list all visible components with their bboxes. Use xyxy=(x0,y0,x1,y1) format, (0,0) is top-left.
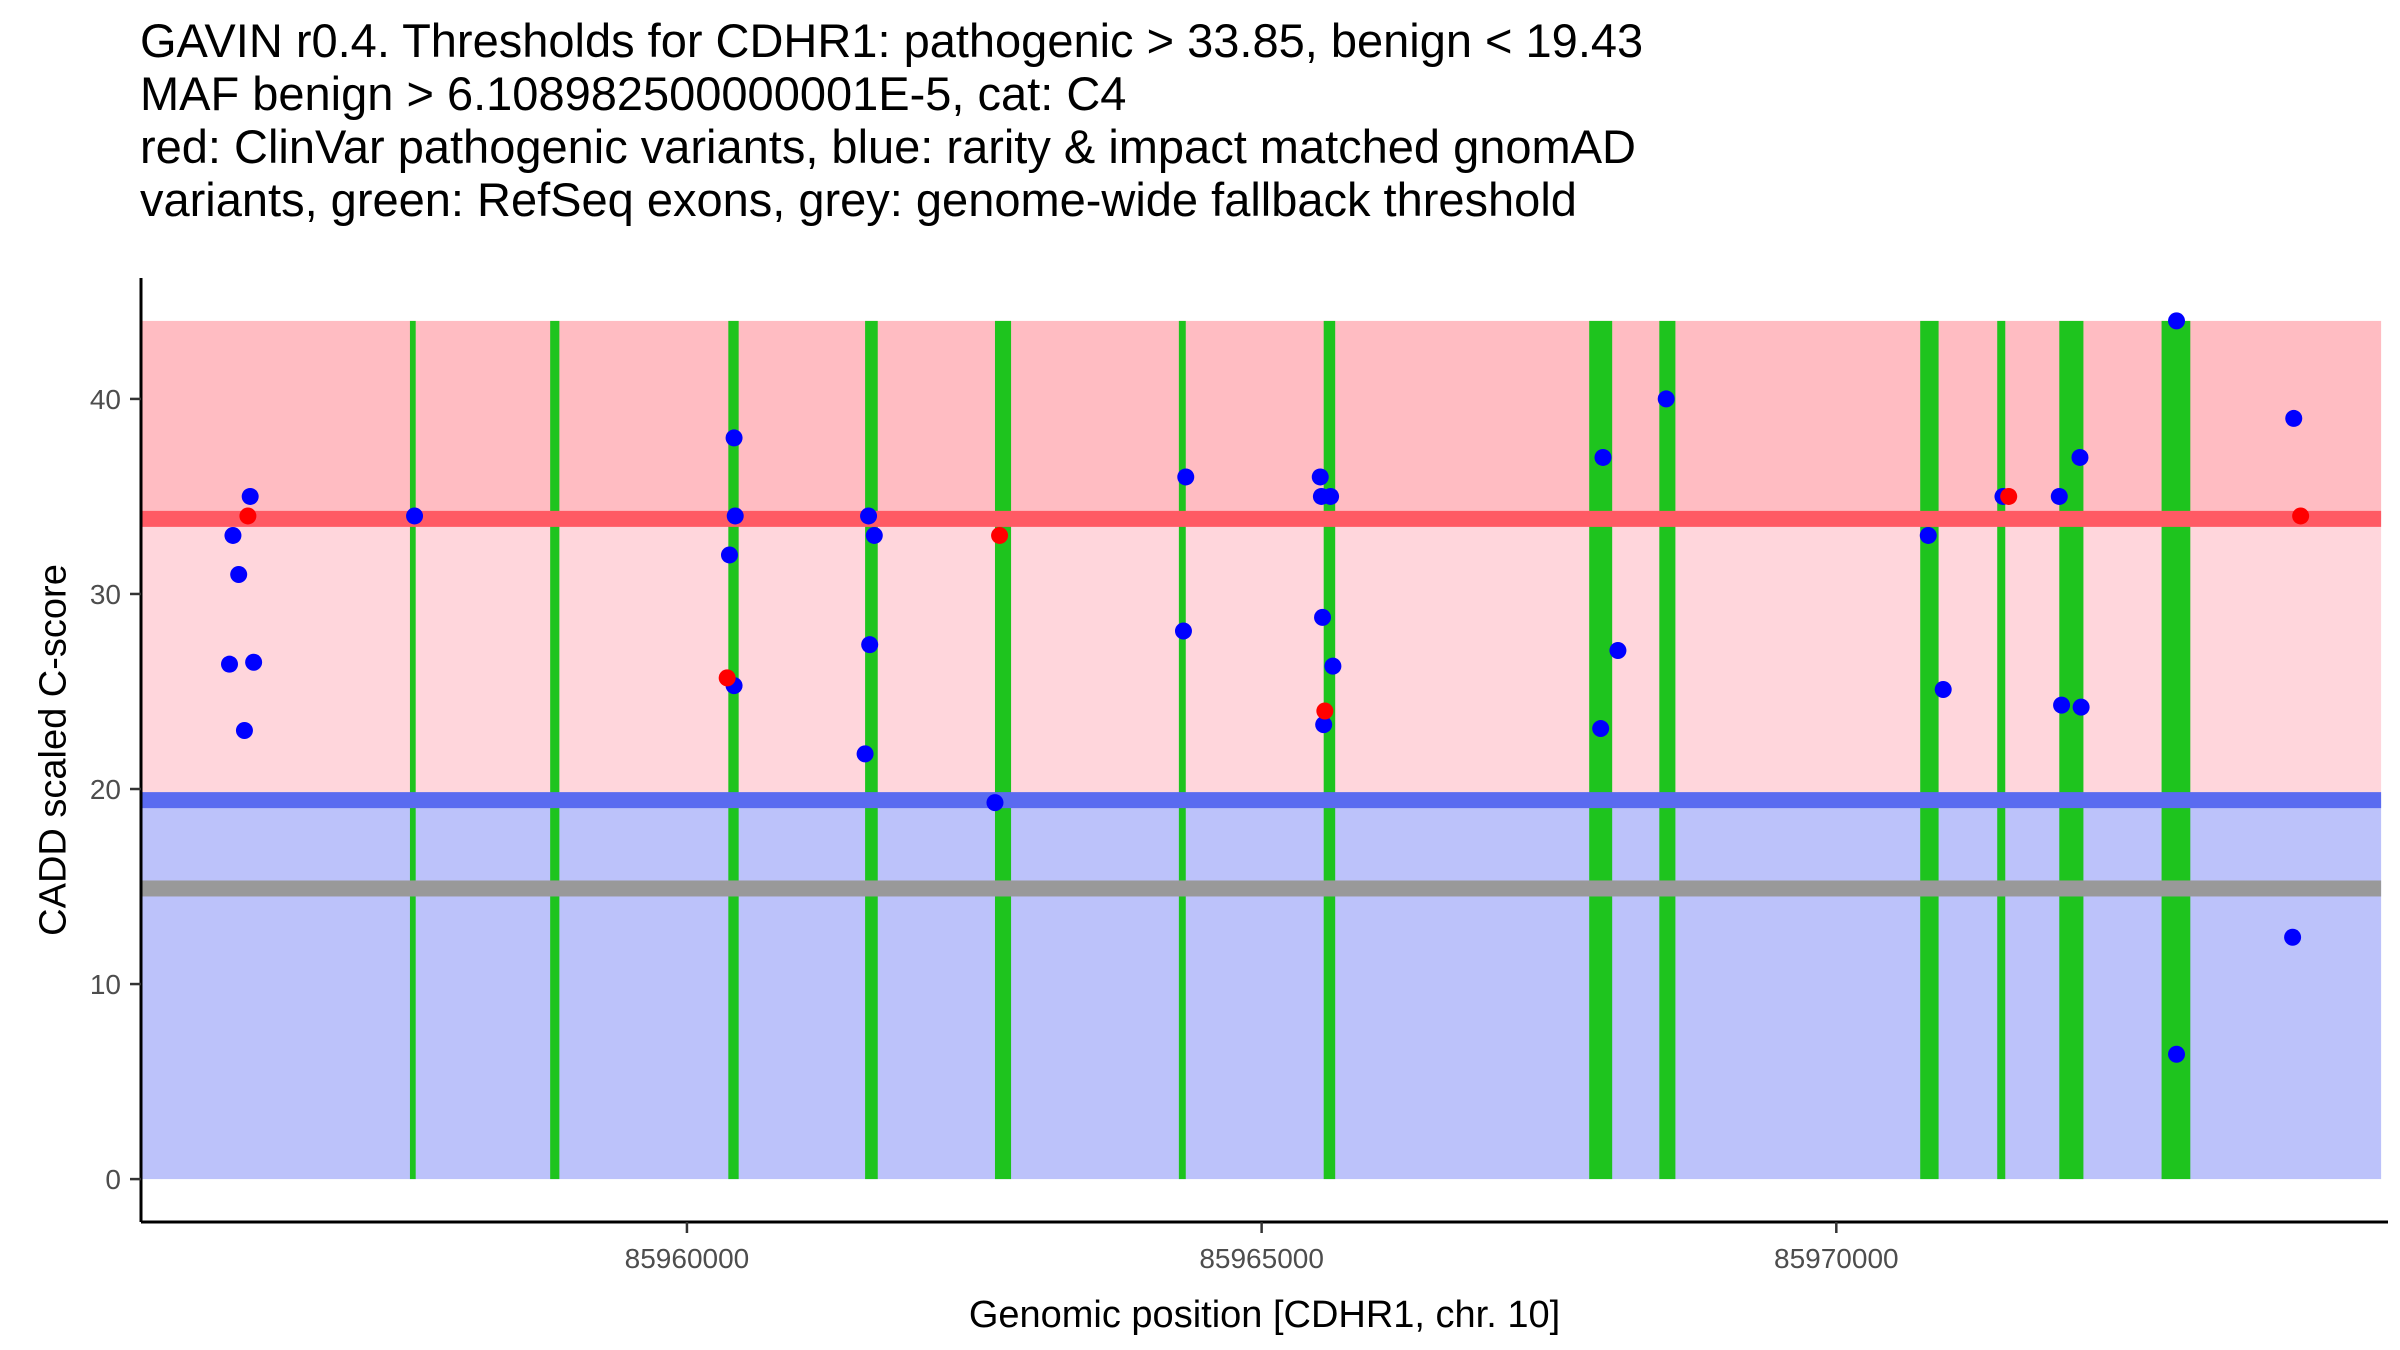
threshold-lines xyxy=(141,510,2382,897)
clinvar-point xyxy=(1316,702,1334,720)
title-line: GAVIN r0.4. Thresholds for CDHR1: pathog… xyxy=(140,14,1644,67)
gnomad-point xyxy=(1177,468,1195,486)
y-tick-label: 40 xyxy=(90,384,121,415)
gnomad-point xyxy=(2072,698,2090,716)
exon-bar xyxy=(1323,320,1336,1180)
gnomad-point xyxy=(224,526,242,544)
exon-bar xyxy=(1589,320,1613,1180)
exon-bar xyxy=(409,320,416,1180)
gnomad-point xyxy=(241,487,259,505)
title-line: MAF benign > 6.108982500000001E-5, cat: … xyxy=(140,67,1127,120)
gnomad-point xyxy=(2168,1045,2186,1063)
gnomad-point xyxy=(406,507,424,525)
x-tick-label: 85965000 xyxy=(1199,1243,1324,1274)
clinvar-point xyxy=(2000,487,2018,505)
exon-bar xyxy=(1920,320,1939,1180)
y-tick-label: 0 xyxy=(105,1164,121,1195)
gnomad-point xyxy=(235,721,253,739)
gnomad-point xyxy=(865,526,883,544)
gnomad-point xyxy=(1657,390,1675,408)
gnomad-point xyxy=(245,653,263,671)
y-tick-label: 20 xyxy=(90,774,121,805)
x-axis-title: Genomic position [CDHR1, chr. 10] xyxy=(969,1294,1560,1336)
gnomad-point xyxy=(1592,720,1610,738)
gnomad-point xyxy=(2168,312,2186,330)
threshold-line-fallback xyxy=(141,880,2382,897)
exon-bar xyxy=(1659,320,1676,1180)
gnomad-point xyxy=(1174,622,1192,640)
chart-title: GAVIN r0.4. Thresholds for CDHR1: pathog… xyxy=(140,14,1643,226)
gnomad-point xyxy=(725,429,743,447)
gnomad-point xyxy=(720,546,738,564)
exon-bar xyxy=(2161,320,2191,1180)
data-points xyxy=(221,312,2310,1063)
clinvar-point xyxy=(718,669,736,687)
gnomad-point xyxy=(1934,681,1952,699)
threshold-regions xyxy=(141,320,2382,1180)
gnomad-point xyxy=(2285,409,2303,427)
gnomad-point xyxy=(856,745,874,763)
threshold-line-benign xyxy=(141,792,2382,809)
exon-bar xyxy=(550,320,560,1180)
x-tick-label: 85960000 xyxy=(625,1243,750,1274)
region-pathogenic xyxy=(141,320,2382,519)
title-line: variants, green: RefSeq exons, grey: gen… xyxy=(140,173,1577,226)
gnomad-point xyxy=(2284,928,2302,946)
x-tick-label: 85970000 xyxy=(1774,1243,1899,1274)
y-tick-label: 30 xyxy=(90,579,121,610)
exon-bar xyxy=(1178,320,1186,1180)
gnomad-point xyxy=(1315,716,1333,734)
gnomad-point xyxy=(1324,657,1342,675)
exon-bar xyxy=(1997,320,2006,1180)
exon-bar xyxy=(728,320,739,1180)
clinvar-point xyxy=(239,507,257,525)
gnomad-point xyxy=(1609,642,1627,660)
clinvar-point xyxy=(991,526,1009,544)
title-line: red: ClinVar pathogenic variants, blue: … xyxy=(140,120,1636,173)
gnomad-point xyxy=(1594,448,1612,466)
gnomad-point xyxy=(860,507,878,525)
gnomad-point xyxy=(1311,468,1329,486)
gnomad-point xyxy=(2071,448,2089,466)
gnomad-point xyxy=(221,655,239,673)
gnomad-point xyxy=(1322,487,1340,505)
gnomad-point xyxy=(1314,608,1332,626)
threshold-line-pathogenic xyxy=(141,510,2382,527)
gnomad-point xyxy=(1919,526,1937,544)
y-axis-title: CADD scaled C-score xyxy=(32,564,74,936)
gnomad-point xyxy=(230,565,248,583)
region-intermediate xyxy=(141,518,2382,801)
gnomad-point xyxy=(2050,487,2068,505)
gnomad-point xyxy=(2053,696,2071,714)
region-benign xyxy=(141,800,2382,1180)
exon-bar xyxy=(994,320,1012,1180)
gnomad-point xyxy=(986,794,1004,812)
y-tick-label: 10 xyxy=(90,969,121,1000)
clinvar-point xyxy=(2292,507,2310,525)
gnomad-point xyxy=(726,507,744,525)
axes: 0 10 20 30 40 85960000 85965000 85970000 xyxy=(90,278,2388,1274)
gnomad-point xyxy=(861,636,879,654)
